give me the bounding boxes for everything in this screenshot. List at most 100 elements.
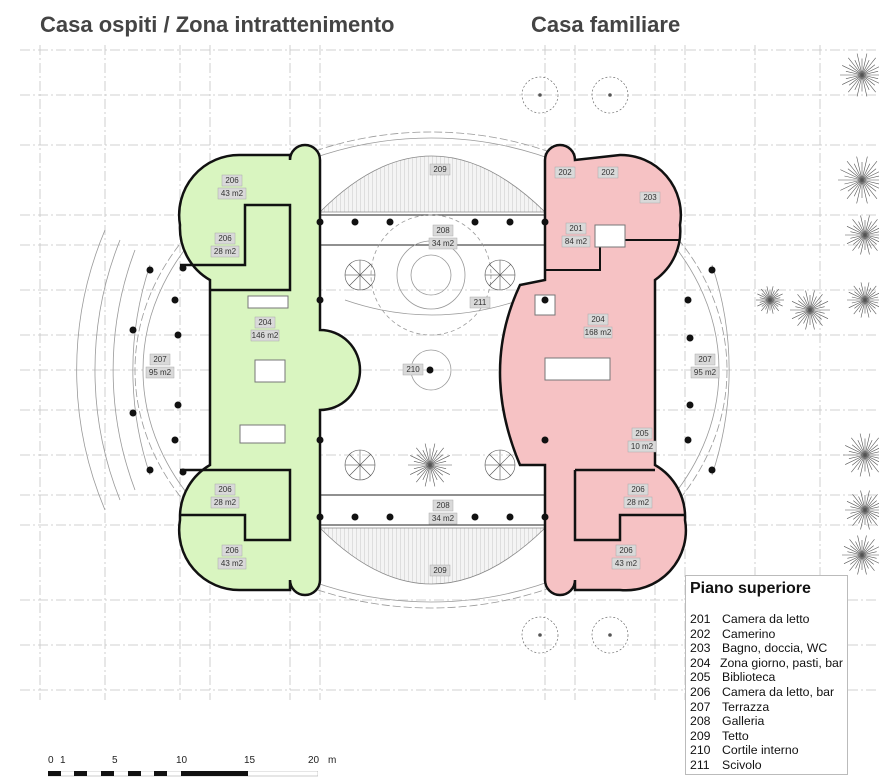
legend-item-number: 208 xyxy=(690,714,711,729)
column xyxy=(129,409,137,417)
legend-item-number: 202 xyxy=(690,626,711,641)
column xyxy=(541,436,549,444)
scale-tick: 10 xyxy=(176,755,188,766)
room-number: 207 xyxy=(153,355,167,364)
column xyxy=(386,513,394,521)
legend-item: 204 Zona giorno, pasti, bar xyxy=(690,656,843,671)
legend-item-label: Terrazza xyxy=(722,699,770,714)
room-number: 208 xyxy=(436,226,450,235)
column xyxy=(386,218,394,226)
tree-circle-icon xyxy=(591,616,629,654)
column xyxy=(708,466,716,474)
scale-tick: 1 xyxy=(60,755,66,766)
scale-tick: 20 xyxy=(308,755,320,766)
column xyxy=(171,296,179,304)
room-area: 168 m2 xyxy=(585,328,612,337)
column xyxy=(129,326,137,334)
room-label-c-210: 210 xyxy=(402,363,424,376)
scale-bar-graphic xyxy=(48,771,318,777)
column xyxy=(426,366,434,374)
legend-item-number: 203 xyxy=(690,641,711,656)
column xyxy=(541,296,549,304)
room-label-r-202a: 202 xyxy=(554,166,576,179)
room-area: 34 m2 xyxy=(432,514,455,523)
column xyxy=(541,513,549,521)
scale-unit: m xyxy=(328,755,337,766)
room-number: 210 xyxy=(406,365,420,374)
column xyxy=(684,436,692,444)
column xyxy=(316,218,324,226)
column xyxy=(351,513,359,521)
column xyxy=(179,468,187,476)
room-area: 34 m2 xyxy=(432,239,455,248)
umbrella-icon xyxy=(344,449,376,481)
column xyxy=(146,466,154,474)
room-number: 201 xyxy=(569,224,583,233)
column xyxy=(471,513,479,521)
room-area: 84 m2 xyxy=(565,237,588,246)
column xyxy=(541,218,549,226)
room-area: 28 m2 xyxy=(627,498,650,507)
room-number: 203 xyxy=(643,193,657,202)
room-label-r-207: 207 95 m2 xyxy=(690,353,720,379)
family-wing xyxy=(498,143,688,597)
legend-item-number: 210 xyxy=(690,743,711,758)
room-number: 206 xyxy=(218,485,232,494)
legend-item-label: Scivolo xyxy=(722,757,762,772)
legend-item-label: Bagno, doccia, WC xyxy=(722,641,828,656)
legend-item-number: 201 xyxy=(690,612,711,626)
roof-209 xyxy=(319,155,546,585)
legend-item: 201 Camera da letto xyxy=(690,612,843,627)
column xyxy=(316,436,324,444)
room-area: 95 m2 xyxy=(694,368,717,377)
column xyxy=(146,266,154,274)
room-number: 206 xyxy=(218,234,232,243)
scale-tick: 0 xyxy=(48,755,54,766)
room-area: 43 m2 xyxy=(221,559,244,568)
column xyxy=(686,334,694,342)
room-label-l-206-a: 206 28 m2 xyxy=(210,232,240,258)
umbrella-icon xyxy=(344,259,376,291)
room-label-r-201: 201 84 m2 xyxy=(561,222,591,248)
room-label-c-211: 211 xyxy=(469,296,491,309)
legend-item-label: Camera da letto xyxy=(722,612,810,626)
room-label-c-208-top: 208 34 m2 xyxy=(428,224,458,250)
room-number: 211 xyxy=(474,298,487,307)
scale-tick: 15 xyxy=(244,755,256,766)
room-label-c-209-bot: 209 xyxy=(429,564,451,577)
room-number: 209 xyxy=(433,165,447,174)
legend-item-label: Zona giorno, pasti, bar xyxy=(719,655,843,670)
column xyxy=(506,218,514,226)
legend-item-label: Tetto xyxy=(722,728,749,743)
room-number: 206 xyxy=(631,485,645,494)
legend-item: 203 Bagno, doccia, WC xyxy=(690,641,843,656)
tree-icon xyxy=(838,156,879,204)
room-area: 28 m2 xyxy=(214,247,237,256)
column xyxy=(684,296,692,304)
room-label-r-203: 203 xyxy=(639,191,661,204)
umbrella-icon xyxy=(484,259,516,291)
columns xyxy=(129,218,716,521)
room-area: 146 m2 xyxy=(252,331,279,340)
room-label-l-207: 207 95 m2 xyxy=(145,353,175,379)
tree-circle-icon xyxy=(521,76,559,114)
legend-title: Piano superiore xyxy=(690,580,811,597)
room-number: 206 xyxy=(619,546,633,555)
column xyxy=(686,401,694,409)
scale-tick: 5 xyxy=(112,755,118,766)
tree-icon xyxy=(845,490,879,530)
room-number: 202 xyxy=(601,168,615,177)
column xyxy=(171,436,179,444)
room-number: 207 xyxy=(698,355,712,364)
legend-item-number: 204 xyxy=(690,655,711,670)
room-area: 95 m2 xyxy=(149,368,172,377)
room-number: 204 xyxy=(591,315,605,324)
